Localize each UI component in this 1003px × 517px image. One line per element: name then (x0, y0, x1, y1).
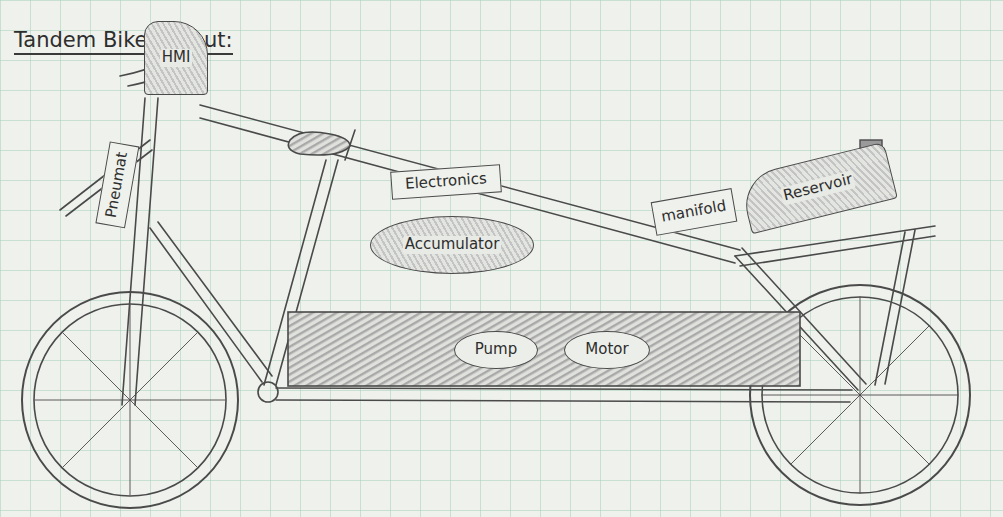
bike-frame (22, 60, 970, 508)
pneumatic-box: Pneumat (95, 142, 139, 229)
drive-housing (288, 312, 800, 386)
part-label: HMI (160, 49, 193, 66)
seat (288, 132, 350, 155)
electronics-box: Electronics (390, 164, 502, 200)
part-label: Motor (585, 341, 628, 358)
manifold-box: manifold (651, 188, 737, 236)
part-label: Electronics (405, 171, 488, 194)
part-label: manifold (660, 198, 728, 226)
part-label: Reservoir (780, 171, 857, 206)
motor-oval: Motor (564, 331, 650, 369)
hmi-housing: HMI (144, 21, 208, 95)
reservoir-tank: Reservoir (738, 142, 898, 235)
part-label: Pump (475, 341, 517, 358)
accumulator-tank: Accumulator (370, 216, 534, 274)
part-label: Pneumat (103, 151, 132, 220)
part-label: Accumulator (403, 236, 502, 253)
pump-oval: Pump (454, 331, 538, 369)
